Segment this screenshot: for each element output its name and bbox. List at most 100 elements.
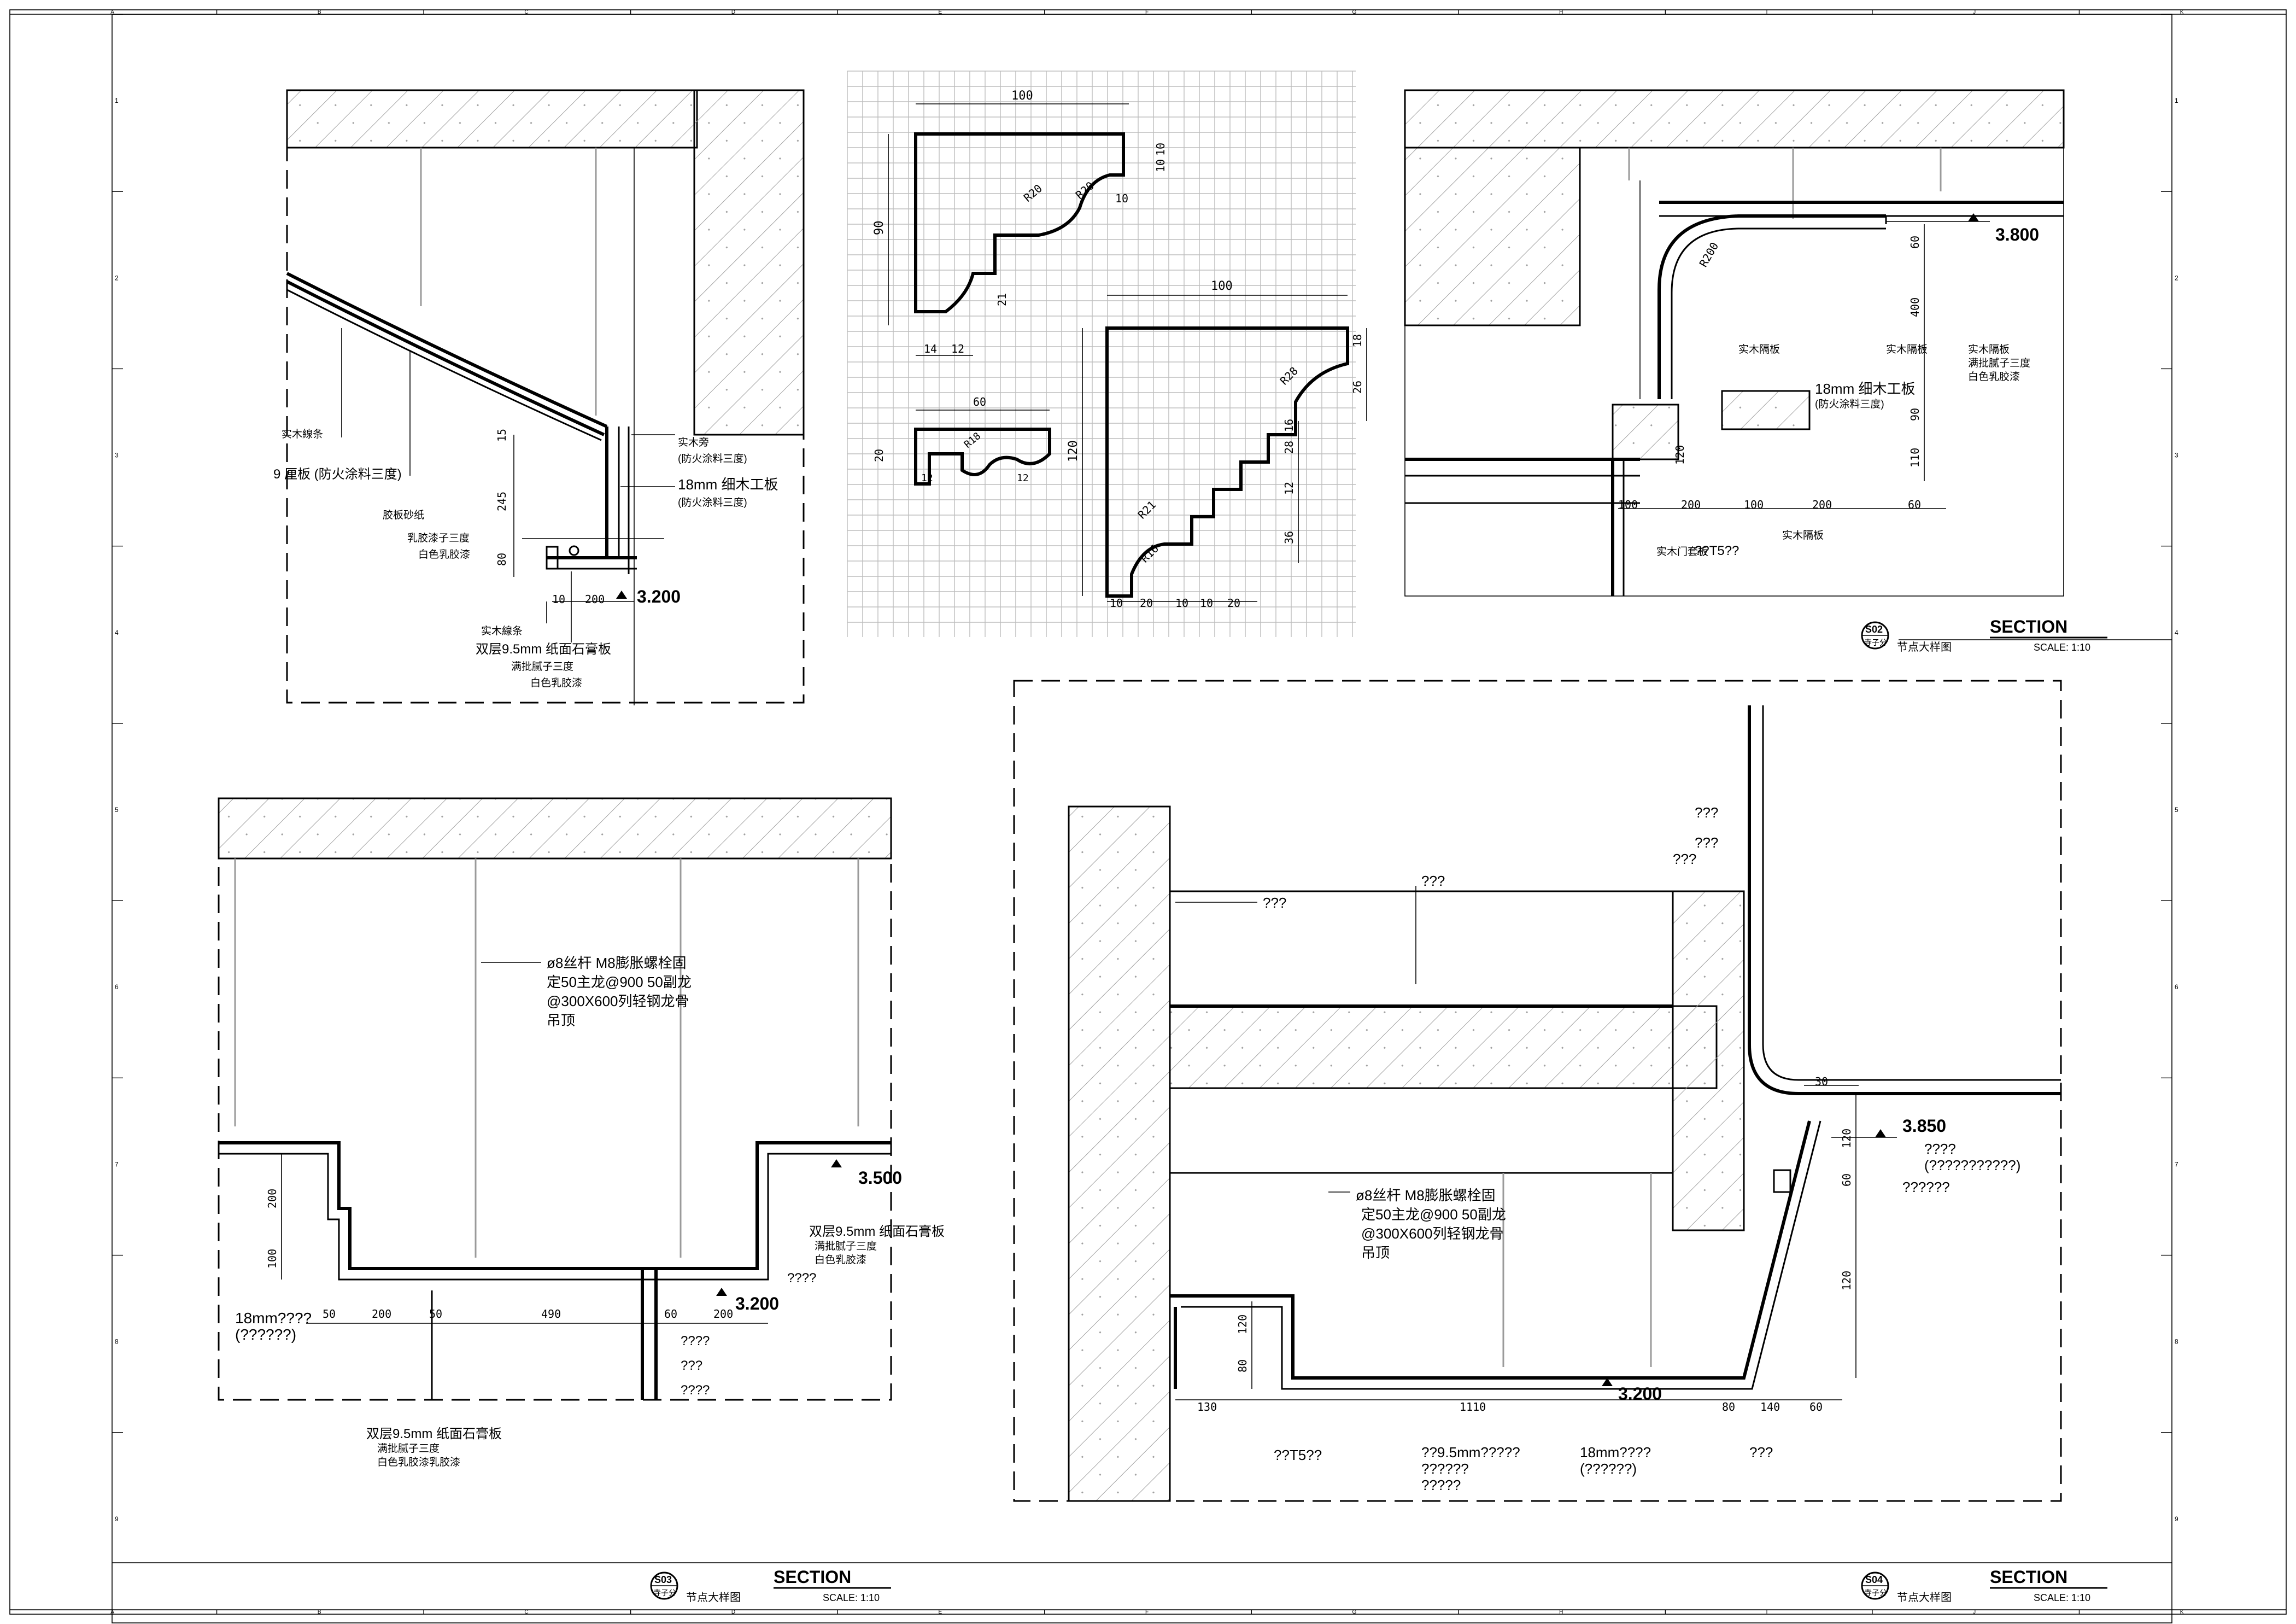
grid-letter-label: G	[1352, 9, 1357, 15]
detail-2-cove-ceiling: 3.800 R200 60 400 90 110 120 100 200 100…	[1404, 89, 2065, 597]
svg-text:10: 10	[1154, 143, 1167, 156]
title-block-s03: S03 寺子分 SECTION 节点大样图 SCALE: 1:10	[650, 1567, 891, 1604]
svg-text:80: 80	[495, 553, 508, 566]
svg-text:S02: S02	[1865, 624, 1883, 635]
svg-text:R21: R21	[1135, 498, 1159, 522]
svg-text:胶板砂纸: 胶板砂纸	[383, 509, 424, 521]
svg-text:SCALE: 1:10: SCALE: 1:10	[2034, 1592, 2090, 1603]
svg-text:(防火涂料三度): (防火涂料三度)	[678, 496, 747, 509]
svg-text:140: 140	[1760, 1400, 1780, 1413]
svg-text:吊顶: 吊顶	[1361, 1245, 1390, 1261]
svg-text:18mm 细木工板: 18mm 细木工板	[1815, 381, 1915, 397]
svg-text:200: 200	[713, 1307, 733, 1321]
svg-text:100: 100	[1744, 498, 1764, 511]
grid-number-label: 7	[2175, 1160, 2178, 1168]
detail-1-curved-ceiling: 3.200 245 80 15 10 200 实木線条 9 厘板 (防火涂料三度…	[273, 89, 805, 705]
grid-letter-label: H	[1559, 9, 1563, 15]
svg-text:双层9.5mm 纸面石膏板: 双层9.5mm 纸面石膏板	[809, 1224, 945, 1239]
svg-text:节点大样图: 节点大样图	[1897, 1591, 1952, 1604]
svg-text:????: ????	[787, 1271, 816, 1286]
svg-text:乳胶漆子三度: 乳胶漆子三度	[407, 532, 470, 544]
grid-number-label: 3	[2175, 452, 2178, 459]
svg-text:12: 12	[1017, 472, 1029, 484]
svg-text:20: 20	[1227, 597, 1240, 610]
svg-text:实木门套板: 实木门套板	[1656, 546, 1708, 558]
grid-letter-label: H	[1559, 1609, 1563, 1615]
svg-text:???: ???	[1749, 1444, 1773, 1461]
svg-text:100: 100	[266, 1249, 279, 1269]
svg-text:110: 110	[1908, 448, 1922, 468]
svg-text:18: 18	[1351, 334, 1364, 347]
svg-text:??????: ??????	[1421, 1461, 1469, 1477]
svg-text:??????: ??????	[1902, 1179, 1950, 1195]
svg-text:ø8丝杆 M8膨胀螺栓固: ø8丝杆 M8膨胀螺栓固	[547, 955, 687, 971]
svg-text:80: 80	[1722, 1400, 1735, 1413]
level-marker: 3.200	[637, 587, 681, 606]
svg-text:@300X600列轻钢龙骨: @300X600列轻钢龙骨	[547, 993, 689, 1009]
svg-text:14: 14	[924, 342, 937, 355]
svg-text:SECTION: SECTION	[1990, 1567, 2067, 1587]
svg-text:15: 15	[495, 429, 508, 442]
svg-text:9 厘板 (防火涂料三度): 9 厘板 (防火涂料三度)	[273, 467, 402, 482]
grid-letter-label: K	[2180, 1609, 2184, 1615]
svg-text:R20: R20	[1021, 182, 1045, 205]
svg-text:20: 20	[872, 449, 886, 462]
svg-text:3.800: 3.800	[1995, 225, 2039, 244]
svg-text:R28: R28	[1278, 364, 1301, 388]
svg-text:定50主龙@900 50副龙: 定50主龙@900 50副龙	[1361, 1206, 1506, 1223]
svg-text:12: 12	[1282, 482, 1296, 495]
grid-number-label: 1	[2175, 97, 2178, 104]
svg-text:寺子分: 寺子分	[1864, 1588, 1887, 1597]
svg-text:(防火涂料三度): (防火涂料三度)	[678, 453, 747, 465]
svg-text:10: 10	[1200, 597, 1213, 610]
svg-text:ø8丝杆 M8膨胀螺栓固: ø8丝杆 M8膨胀螺栓固	[1356, 1187, 1496, 1204]
svg-text:60: 60	[664, 1307, 677, 1321]
svg-text:白色乳胶漆: 白色乳胶漆	[530, 677, 582, 689]
grid-letter-label: G	[1352, 1609, 1357, 1615]
svg-text:@300X600列轻钢龙骨: @300X600列轻钢龙骨	[1361, 1225, 1504, 1242]
svg-text:白色乳胶漆: 白色乳胶漆	[1968, 371, 2020, 383]
grid-letter-label: I	[1766, 1609, 1768, 1615]
grid-number-label: 8	[2175, 1338, 2178, 1346]
svg-text:满批腻子三度: 满批腻子三度	[377, 1442, 440, 1454]
svg-text:10: 10	[552, 593, 565, 606]
grid-number-label: 1	[115, 97, 119, 104]
svg-text:12: 12	[951, 342, 964, 355]
grid-number-label: 2	[115, 274, 119, 282]
svg-text:实木旁: 实木旁	[678, 436, 709, 448]
svg-text:满批腻子三度: 满批腻子三度	[511, 661, 573, 673]
grid-letter-label: D	[731, 9, 735, 15]
svg-text:S03: S03	[654, 1574, 672, 1585]
svg-text:SECTION: SECTION	[774, 1567, 851, 1587]
svg-text:白色乳胶漆: 白色乳胶漆	[418, 548, 470, 560]
svg-text:???: ???	[1695, 804, 1718, 821]
svg-text:实木線条: 实木線条	[282, 428, 323, 440]
svg-text:????: ????	[1924, 1141, 1956, 1157]
svg-text:100: 100	[1011, 89, 1033, 103]
svg-text:130: 130	[1197, 1400, 1217, 1413]
svg-text:白色乳胶漆: 白色乳胶漆	[815, 1254, 866, 1266]
grid-number-label: 3	[115, 452, 119, 459]
svg-text:??9.5mm?????: ??9.5mm?????	[1421, 1444, 1520, 1461]
svg-text:18mm 细木工板: 18mm 细木工板	[678, 476, 778, 493]
grid-letter-label: I	[1766, 9, 1768, 15]
grid-number-label: 4	[115, 629, 119, 636]
grid-number-label: 5	[2175, 806, 2178, 814]
svg-text:???: ???	[1421, 873, 1445, 889]
svg-text:490: 490	[541, 1307, 561, 1321]
svg-text:??T5??: ??T5??	[1274, 1447, 1322, 1463]
svg-text:21: 21	[995, 293, 1009, 306]
svg-text:节点大样图: 节点大样图	[686, 1591, 741, 1604]
title-block-s04: S04 寺子分 SECTION 节点大样图 SCALE: 1:10	[1861, 1567, 2107, 1604]
svg-text:26: 26	[1351, 381, 1364, 394]
svg-text:120: 120	[1236, 1315, 1249, 1334]
svg-text:???: ???	[1673, 851, 1696, 867]
svg-text:(???????????): (???????????)	[1924, 1157, 2020, 1173]
svg-text:3.850: 3.850	[1902, 1116, 1946, 1136]
grid-letter-label: J	[1973, 1609, 1976, 1615]
svg-text:60: 60	[1908, 498, 1921, 511]
svg-text:吊顶: 吊顶	[547, 1012, 575, 1029]
